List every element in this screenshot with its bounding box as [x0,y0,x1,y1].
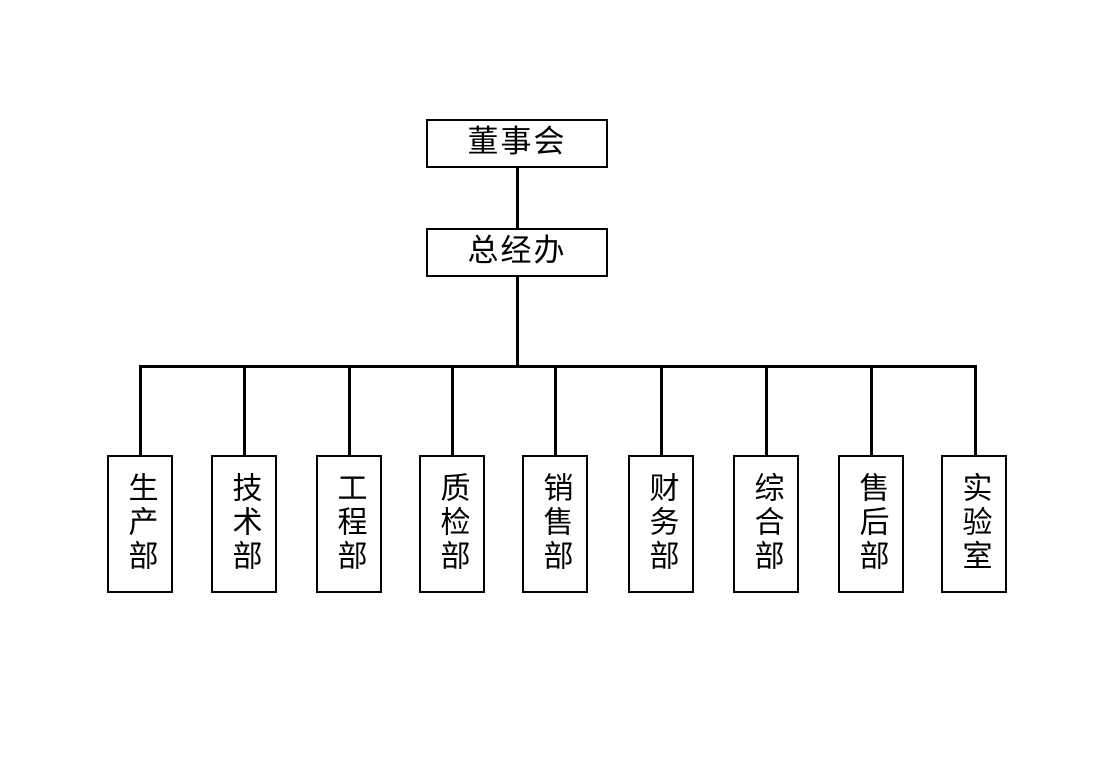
node-department-laboratory-label: 实验室 [956,472,992,574]
node-board-of-directors-label: 董事会 [467,124,567,160]
connector-drop-after-sales [870,365,873,455]
connector-drop-laboratory [974,365,977,455]
node-department-technology[interactable]: 技术部 [211,455,277,593]
node-department-sales[interactable]: 销售部 [522,455,588,593]
node-department-quality-inspection-label: 质检部 [434,472,470,574]
connector-gmo-to-bus [516,276,519,367]
node-department-finance[interactable]: 财务部 [628,455,694,593]
node-department-quality-inspection[interactable]: 质检部 [419,455,485,593]
node-general-manager-office[interactable]: 总经办 [426,228,608,277]
node-department-after-sales[interactable]: 售后部 [838,455,904,593]
node-department-after-sales-label: 售后部 [853,472,889,574]
connector-drop-technology [243,365,246,455]
node-department-general-affairs-label: 综合部 [748,472,784,574]
node-department-technology-label: 技术部 [226,472,262,574]
connector-board-to-gmo [516,168,519,228]
node-department-general-affairs[interactable]: 综合部 [733,455,799,593]
node-department-laboratory[interactable]: 实验室 [941,455,1007,593]
connector-drop-production [139,365,142,455]
node-general-manager-office-label: 总经办 [467,233,567,269]
node-department-engineering-label: 工程部 [331,472,367,574]
node-department-sales-label: 销售部 [537,472,573,574]
node-department-production[interactable]: 生产部 [107,455,173,593]
connector-drop-engineering [348,365,351,455]
connector-drop-quality [451,365,454,455]
connector-drop-general-affairs [765,365,768,455]
node-department-production-label: 生产部 [122,472,158,574]
node-department-engineering[interactable]: 工程部 [316,455,382,593]
node-board-of-directors[interactable]: 董事会 [426,119,608,168]
connector-department-bus-bar [139,365,977,368]
connector-drop-sales [554,365,557,455]
connector-drop-finance [660,365,663,455]
node-department-finance-label: 财务部 [643,472,679,574]
